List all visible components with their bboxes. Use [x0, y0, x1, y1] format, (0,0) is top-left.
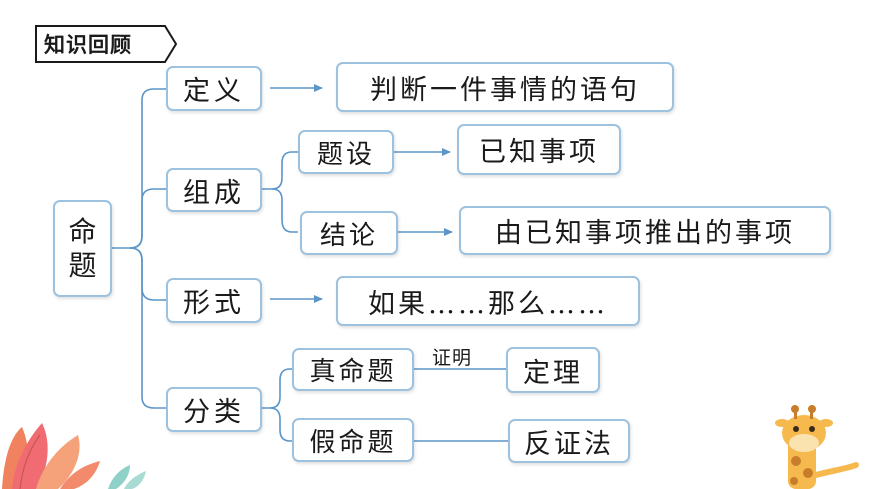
true-prop-node: 真命题 [292, 348, 414, 391]
root-branch-line [129, 188, 166, 249]
header-tag-frame [35, 25, 178, 63]
proof-edge-label: 证明 [432, 347, 473, 369]
form-result: 如果……那么…… [336, 276, 640, 326]
conclusion-node: 结论 [300, 211, 398, 255]
definition-result: 判断一件事情的语句 [336, 62, 674, 112]
header-tag: 知识回顾 [44, 33, 132, 57]
classification-branch-line [262, 368, 292, 409]
root-branch-line [110, 88, 166, 249]
composition-branch-line [262, 151, 298, 190]
root-node: 命 题 [53, 200, 112, 297]
root-node-line-2: 题 [68, 248, 97, 282]
root-branch-line [129, 247, 166, 301]
classification-branch-line [269, 407, 292, 442]
root-node-line-1: 命 [68, 214, 97, 248]
definition-node: 定义 [166, 66, 262, 111]
giraffe-decoration [775, 405, 859, 489]
composition-branch-line [271, 188, 298, 233]
composition-node: 组成 [166, 168, 262, 212]
hypothesis-node: 题设 [298, 130, 394, 174]
form-node: 形式 [166, 278, 262, 323]
false-prop-result: 反证法 [508, 419, 630, 463]
true-prop-result: 定理 [506, 347, 600, 393]
classification-node: 分类 [166, 387, 262, 432]
false-prop-node: 假命题 [292, 418, 414, 462]
hypothesis-result: 已知事项 [457, 124, 621, 175]
root-branch-line [129, 247, 166, 409]
conclusion-result: 由已知事项推出的事项 [459, 206, 831, 255]
leaf-decoration [2, 423, 146, 489]
